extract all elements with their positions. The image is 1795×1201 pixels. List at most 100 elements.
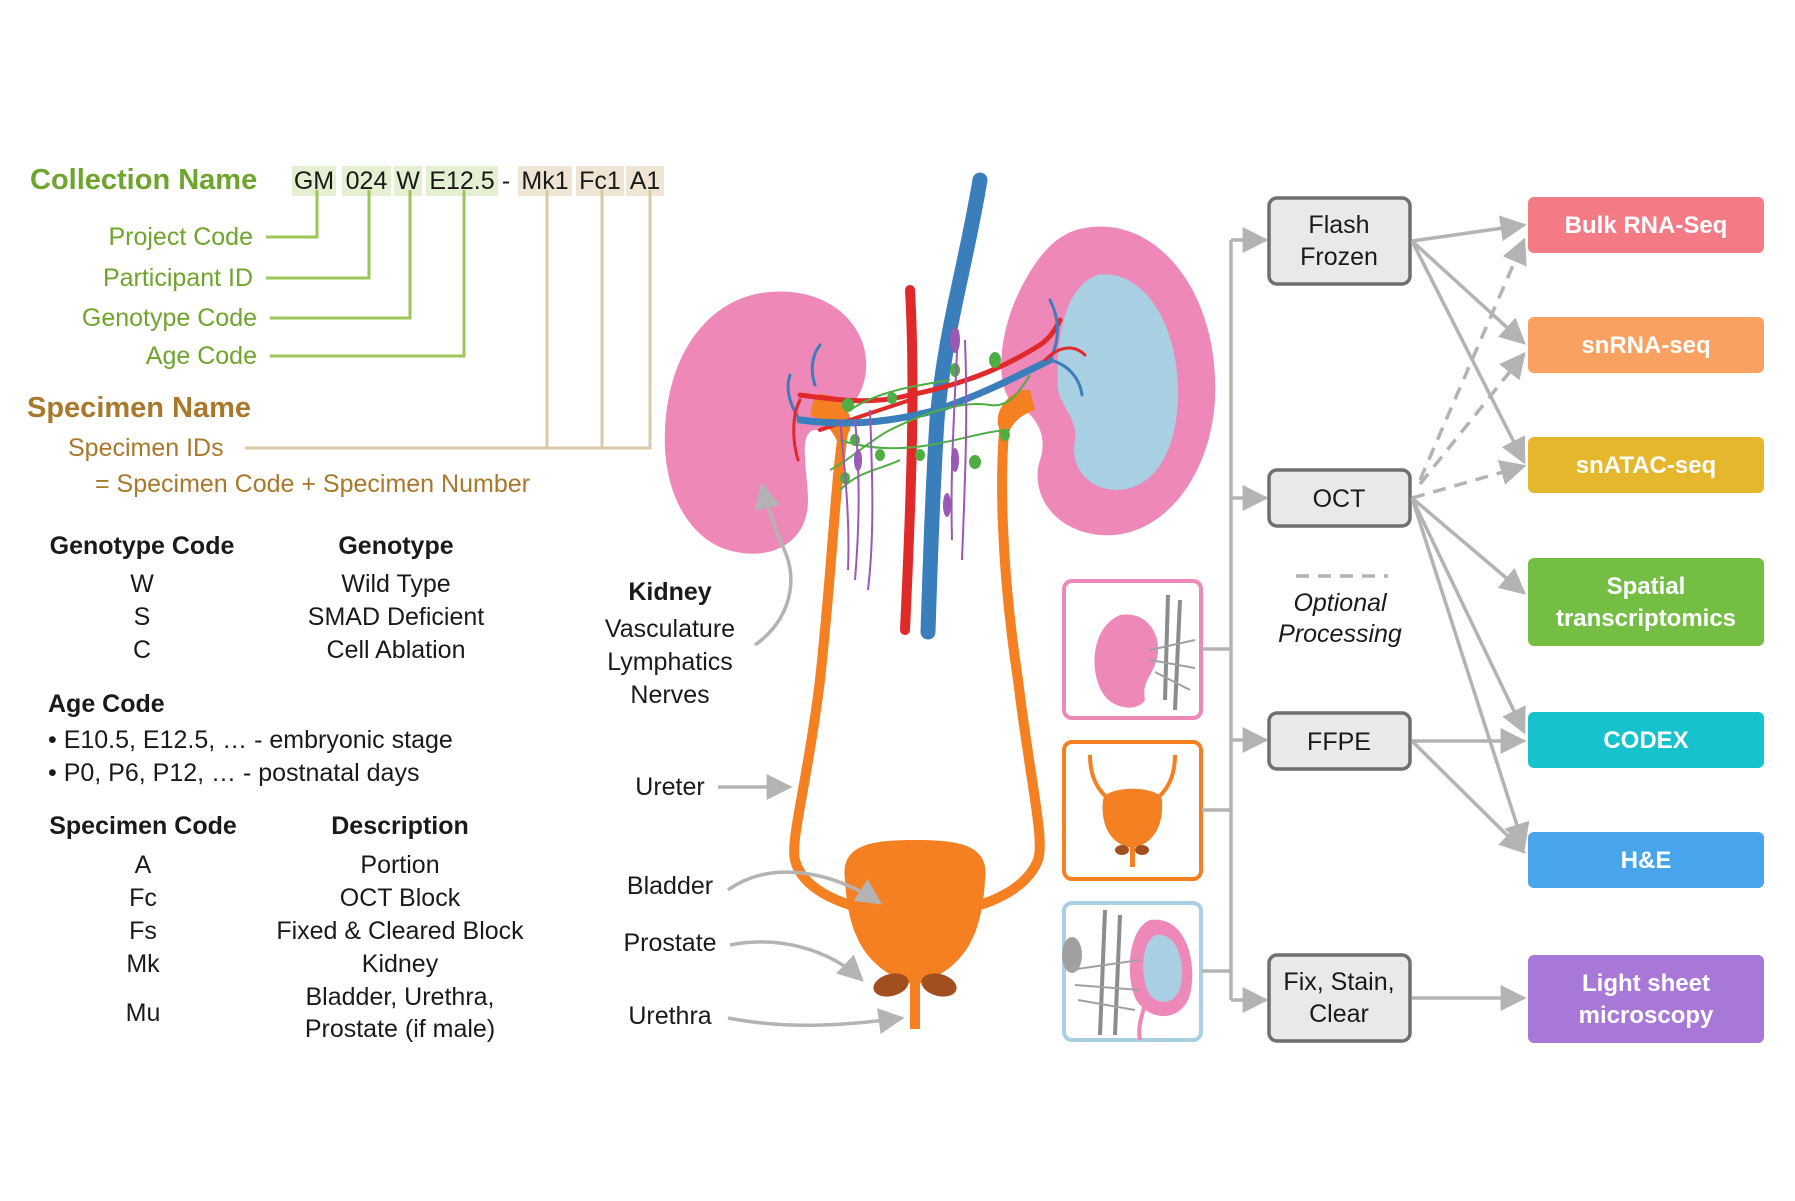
lightsheet-assay-label: Light sheet: [1582, 970, 1710, 997]
specimen-thumbnails: [1062, 579, 1203, 1042]
nerves-label: Nerves: [630, 681, 709, 709]
aorta: [900, 285, 918, 635]
age-code-label: Age Code: [146, 342, 257, 370]
lightsheet-assay-label: microscopy: [1579, 1002, 1714, 1029]
description-header: Description: [331, 812, 469, 840]
naming-convention: Collection Name GM 024 W E12.5-Mk1 Fc1 A1 Pro…: [27, 164, 664, 498]
name-segment-text: -: [502, 167, 510, 195]
specimen-row-desc: Kidney: [362, 950, 439, 978]
specimen-row-desc: Fixed & Cleared Block: [276, 917, 524, 945]
processing-connectors: [1202, 227, 1269, 1013]
optional-label: Processing: [1278, 620, 1402, 648]
genotype-table: Genotype Code Genotype W Wild Type S SMA…: [50, 532, 485, 664]
flash-frozen-label: Flash: [1308, 211, 1369, 239]
prostate-label: Prostate: [623, 929, 716, 957]
age-code-section: Age Code • E10.5, E12.5, … - embryonic s…: [48, 690, 453, 787]
specimen-row-desc: Bladder, Urethra,: [306, 983, 495, 1011]
name-segment-text: 024: [346, 167, 388, 195]
optional-label: Optional: [1293, 589, 1388, 617]
spatial-assay-label: transcriptomics: [1556, 605, 1736, 632]
prostate-right-lobe: [921, 973, 957, 997]
renal-vessels: [786, 298, 1087, 462]
snrna-assay-box: snRNA-seq: [1528, 317, 1764, 373]
specimen-row-code: A: [135, 851, 152, 879]
nerve-ganglia: [854, 327, 960, 517]
snatac-assay-box: snATAC-seq: [1528, 437, 1764, 493]
vena-cava: [920, 172, 988, 640]
specimen-formula: = Specimen Code + Specimen Number: [95, 470, 530, 498]
specimen-id-connectors: [245, 190, 652, 450]
codex-assay-label: CODEX: [1603, 727, 1688, 754]
urethra-label: Urethra: [628, 1002, 711, 1030]
bulk-assay-box: Bulk RNA-Seq: [1528, 197, 1764, 253]
fix-stain-clear-label: Fix, Stain,: [1283, 968, 1394, 996]
specimen-row-code: Mk: [126, 950, 160, 978]
collection-name-title: Collection Name: [30, 164, 257, 196]
collection-field-connectors: [266, 190, 466, 358]
ureter-label: Ureter: [635, 773, 704, 801]
name-segment: 024: [342, 166, 391, 196]
urethra-shape: [910, 975, 920, 1029]
bulk-assay-label: Bulk RNA-Seq: [1565, 212, 1728, 239]
ffpe-label: FFPE: [1307, 728, 1371, 756]
he-assay-label: H&E: [1621, 847, 1672, 874]
name-segment: A1: [626, 166, 664, 196]
collection-fields: Project Code Participant ID Genotype Cod…: [82, 223, 257, 370]
anatomy-pointer-arrows: [718, 482, 905, 1035]
kidney-thumbnail: [1062, 579, 1203, 720]
name-segment-text: A1: [630, 167, 661, 195]
fix-stain-clear-box: Fix, Stain, Clear: [1267, 953, 1412, 1043]
age-code-item: • E10.5, E12.5, … - embryonic stage: [48, 726, 453, 754]
genotype-row-code: S: [134, 603, 151, 631]
codex-assay-box: CODEX: [1528, 712, 1764, 768]
name-segment-text: E12.5: [429, 167, 494, 195]
name-segment-text: GM: [294, 167, 334, 195]
spatial-assay-box: Spatial transcriptomics: [1528, 558, 1764, 646]
name-segment-text: Fc1: [579, 167, 621, 195]
specimen-row-desc: Portion: [360, 851, 439, 879]
genotype-row-name: Cell Ablation: [327, 636, 466, 664]
genotype-row-code: C: [133, 636, 151, 664]
genotype-code-label: Genotype Code: [82, 304, 257, 332]
kidney-section-thumbnail: [1062, 901, 1203, 1042]
name-segment-text: W: [396, 167, 420, 195]
specimen-code-header: Specimen Code: [49, 812, 237, 840]
project-code-label: Project Code: [108, 223, 253, 251]
name-segment: Fc1: [576, 166, 624, 196]
specimen-row-desc: Prostate (if male): [305, 1015, 495, 1043]
lymphatic-network: [829, 374, 1031, 491]
ffpe-box: FFPE: [1267, 711, 1412, 771]
genotype-row-name: SMAD Deficient: [308, 603, 484, 631]
fix-stain-clear-label: Clear: [1309, 1000, 1369, 1028]
age-code-title: Age Code: [48, 690, 165, 718]
spatial-assay-label: Spatial: [1607, 573, 1686, 600]
genotype-row-code: W: [130, 570, 154, 598]
urinary-anatomy: Kidney Vasculature Lymphatics Nerves Ure…: [605, 172, 1216, 1035]
vasculature-label: Vasculature: [605, 615, 735, 643]
specimen-row-code: Fs: [129, 917, 157, 945]
oct-box: OCT: [1267, 468, 1412, 528]
genotype-code-header: Genotype Code: [50, 532, 235, 560]
participant-id-label: Participant ID: [103, 264, 253, 292]
bladder-label: Bladder: [627, 872, 713, 900]
name-segment-text: Mk1: [521, 167, 568, 195]
name-segments: GM 024 W E12.5-Mk1 Fc1 A1: [292, 166, 664, 196]
name-segment: Mk1: [518, 166, 572, 196]
name-segment: E12.5: [426, 166, 498, 196]
specimen-table: Specimen Code Description A Portion Fc O…: [49, 812, 524, 1043]
specimen-ids-label: Specimen IDs: [68, 434, 224, 462]
specimen-row-desc: OCT Block: [340, 884, 461, 912]
assay-arrows: [1410, 215, 1530, 1011]
specimen-row-code: Fc: [129, 884, 157, 912]
flash-frozen-label: Frozen: [1300, 243, 1378, 271]
flash-frozen-box: Flash Frozen: [1267, 196, 1412, 286]
left-kidney: [664, 291, 867, 554]
bladder-thumbnail: [1062, 740, 1203, 881]
lymphatics-label: Lymphatics: [607, 648, 733, 676]
oct-label: OCT: [1313, 485, 1366, 513]
right-kidney-medulla: [1057, 274, 1179, 490]
name-segment: -: [502, 167, 510, 195]
right-ureter: [975, 415, 1045, 910]
name-segment: W: [394, 166, 422, 196]
